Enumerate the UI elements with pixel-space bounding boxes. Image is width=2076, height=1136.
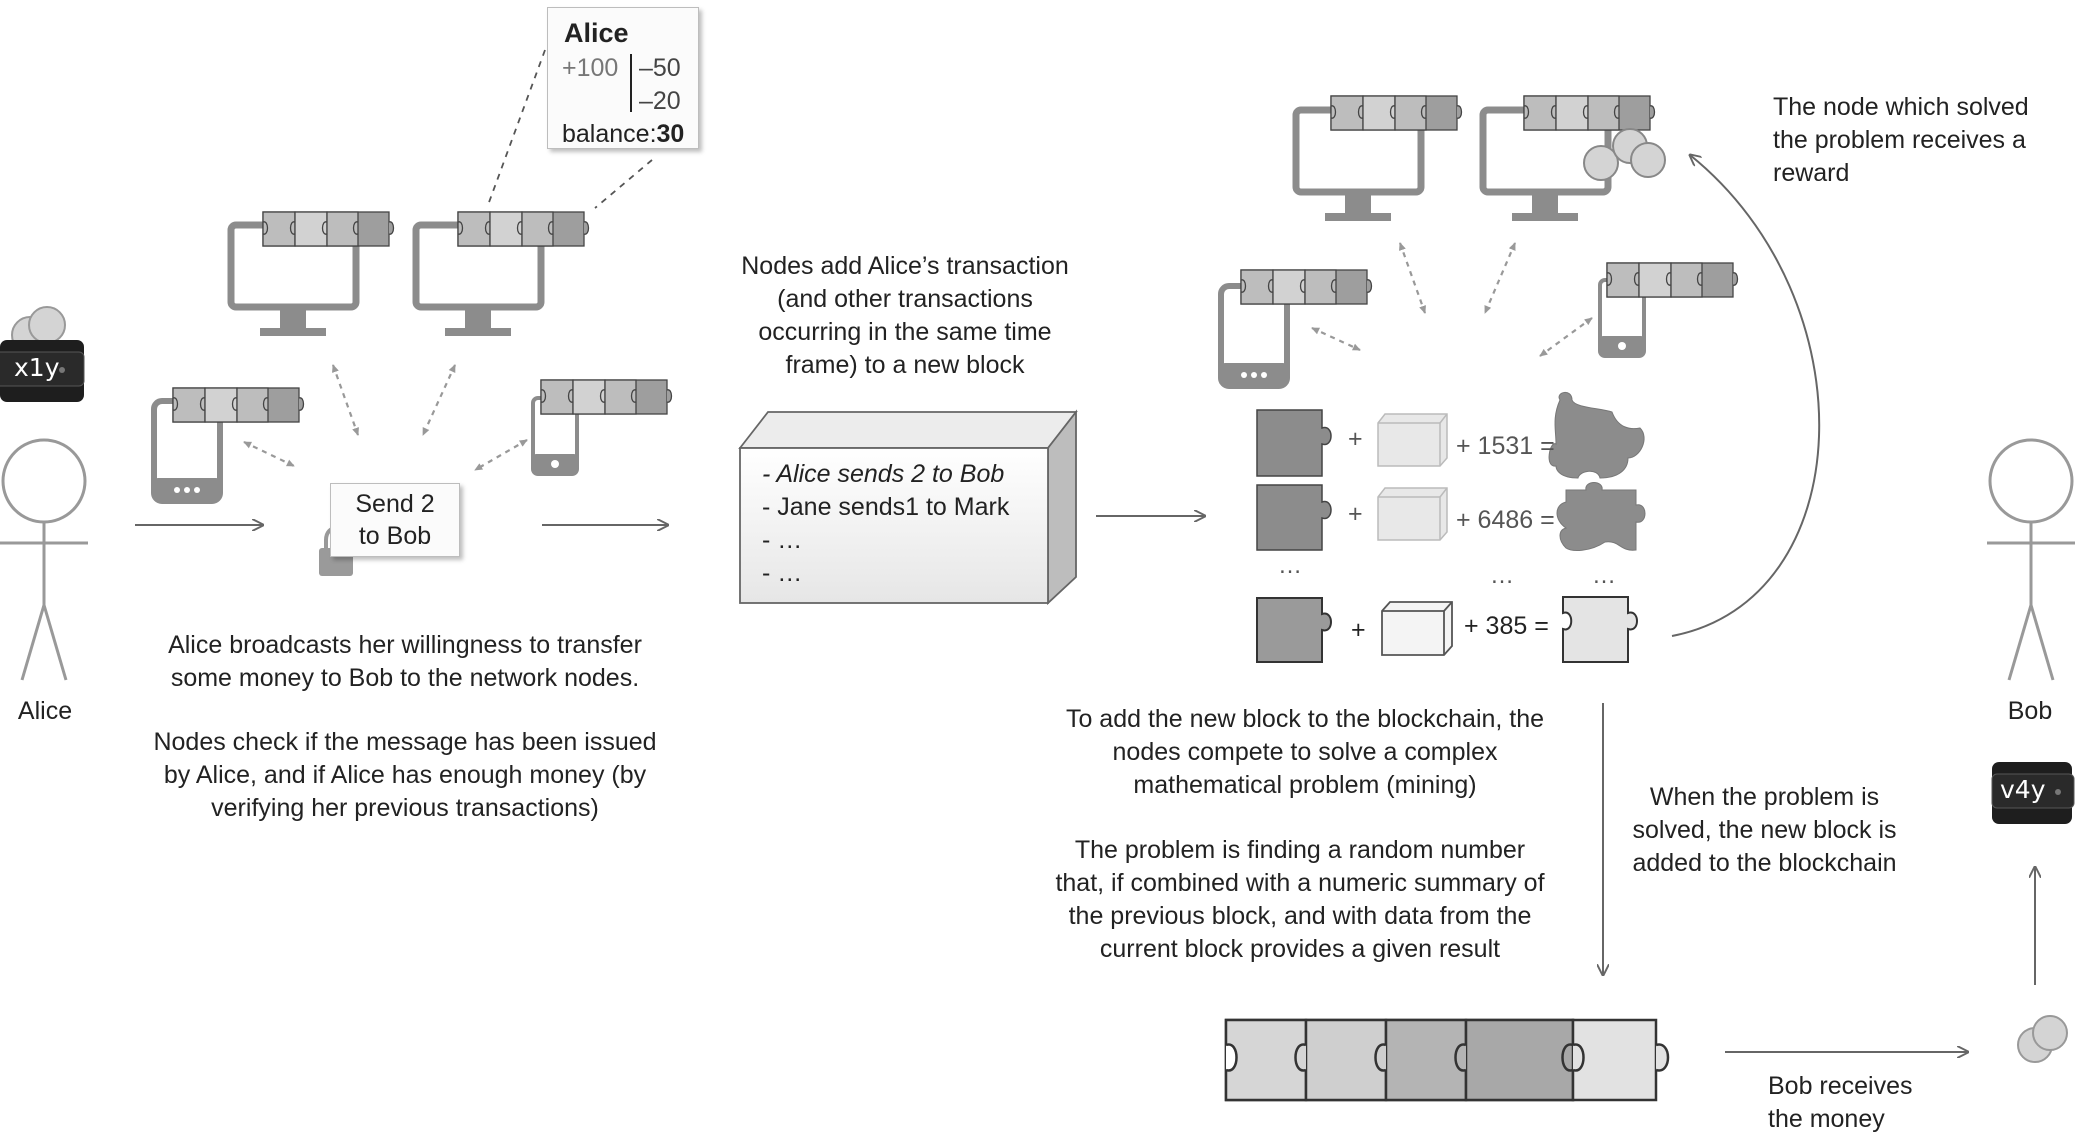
text-line: The node which solved bbox=[1773, 93, 2029, 121]
text-line: reward bbox=[1773, 159, 1850, 187]
previous-block-piece-2 bbox=[1256, 484, 1332, 551]
text-line: Nodes add Alice’s transaction bbox=[741, 252, 1069, 280]
text-line: Nodes check if the message has been issu… bbox=[153, 728, 657, 756]
alice-wallet-label: x1y bbox=[14, 353, 60, 382]
ledger-name: Alice bbox=[564, 18, 629, 48]
equation-row-2: + 6486 = bbox=[1456, 506, 1555, 534]
text-line: The problem is finding a random number bbox=[1074, 836, 1526, 864]
text-line: by Alice, and if Alice has enough money … bbox=[163, 761, 647, 789]
new-block-piece bbox=[1562, 596, 1638, 663]
text-line: mathematical problem (mining) bbox=[1133, 771, 1477, 799]
text-line: Alice broadcasts her willingness to tran… bbox=[168, 631, 642, 659]
ledger-balance: balance:30 bbox=[562, 120, 684, 149]
text-line: To add the new block to the blockchain, … bbox=[1065, 705, 1545, 733]
ledger-balance-label: balance: bbox=[562, 120, 657, 148]
alice-wallet-icon bbox=[0, 306, 85, 402]
previous-block-piece-1 bbox=[1256, 409, 1332, 477]
right-node-monitor-1-icon bbox=[1296, 95, 1463, 221]
plus-sign: + bbox=[1348, 500, 1363, 528]
text-line: (and other transactions bbox=[777, 285, 1033, 313]
text-line: the problem receives a bbox=[1773, 126, 2026, 154]
block-transaction: - … bbox=[762, 526, 803, 554]
right-node-tablet-icon bbox=[1221, 269, 1373, 386]
text-line: added to the blockchain bbox=[1632, 849, 1897, 877]
plus-sign: + bbox=[1351, 616, 1366, 644]
bob-wallet-icon bbox=[1991, 762, 2075, 824]
reward-arrow bbox=[1671, 155, 1821, 637]
block-transaction-list: - Alice sends 2 to Bob - Jane sends1 to … bbox=[762, 458, 1009, 590]
verification-text: Nodes check if the message has been issu… bbox=[100, 726, 710, 825]
text-line: Bob receives bbox=[1768, 1072, 1913, 1100]
block-transaction: - Alice sends 2 to Bob bbox=[762, 460, 1005, 488]
alice-label: Alice bbox=[17, 697, 73, 725]
text-line: current block provides a given result bbox=[1099, 935, 1501, 963]
alice-ledger-note: Alice +100 –50 –20 balance:30 bbox=[547, 7, 699, 149]
transfer-message-note: Send 2 to Bob bbox=[330, 483, 460, 557]
new-block-box bbox=[738, 409, 1078, 606]
left-network-links bbox=[243, 364, 528, 471]
ledger-callout-line bbox=[487, 49, 546, 206]
reward-coins-icon bbox=[1583, 128, 1666, 181]
text-line: frame) to a new block bbox=[785, 351, 1025, 379]
message-line: to Bob bbox=[358, 522, 432, 550]
ellipsis: … bbox=[1278, 552, 1304, 579]
text-line: that, if combined with a numeric summary… bbox=[1055, 869, 1545, 897]
puzzle-result-piece-1 bbox=[1548, 392, 1645, 479]
bob-wallet-label: v4y bbox=[2000, 775, 2046, 804]
equation-row-1: + 1531 = bbox=[1456, 432, 1555, 460]
text-line: occurring in the same time bbox=[758, 318, 1052, 346]
transfer-message: Send 2 to Bob bbox=[331, 488, 459, 552]
problem-text: The problem is finding a random number t… bbox=[1020, 834, 1580, 966]
broadcast-text: Alice broadcasts her willingness to tran… bbox=[100, 629, 710, 695]
ledger-divider bbox=[630, 54, 632, 112]
right-network-links bbox=[1311, 242, 1593, 357]
ledger-credit: +100 bbox=[562, 54, 619, 82]
bob-figure-icon bbox=[1985, 438, 2076, 682]
left-node-monitor-2-icon bbox=[416, 211, 590, 336]
block-transaction: - Jane sends1 to Mark bbox=[762, 493, 1010, 521]
bob-coins-icon bbox=[2017, 1015, 2068, 1063]
alice-figure-icon bbox=[0, 438, 90, 682]
equation-row-3: + 385 = bbox=[1464, 612, 1549, 640]
message-line: Send 2 bbox=[355, 490, 435, 518]
left-node-tablet-icon bbox=[154, 387, 305, 501]
previous-block-piece-3 bbox=[1256, 597, 1332, 663]
receives-text: Bob receives the money bbox=[1768, 1070, 1913, 1136]
text-line: nodes compete to solve a complex bbox=[1112, 738, 1498, 766]
left-node-phone-icon bbox=[531, 379, 673, 476]
text-line: When the problem is bbox=[1649, 783, 1880, 811]
ledger-debit: –50 bbox=[639, 54, 681, 82]
data-cube-2 bbox=[1377, 487, 1448, 541]
text-line: the money bbox=[1768, 1105, 1885, 1133]
text-line: solved, the new block is bbox=[1632, 816, 1897, 844]
ellipsis: … bbox=[1490, 562, 1516, 589]
text-line: verifying her previous transactions) bbox=[211, 794, 599, 822]
text-line: some money to Bob to the network nodes. bbox=[170, 664, 640, 692]
data-cube-1 bbox=[1377, 413, 1448, 467]
ellipsis: … bbox=[1592, 562, 1618, 589]
mining-text: To add the new block to the blockchain, … bbox=[1020, 703, 1590, 802]
left-node-monitor-1-icon bbox=[231, 211, 395, 336]
text-line: the previous block, and with data from t… bbox=[1068, 902, 1532, 930]
solved-text: When the problem is solved, the new bloc… bbox=[1612, 781, 1917, 880]
right-node-phone-icon bbox=[1598, 262, 1739, 358]
ledger-callout-line bbox=[594, 159, 653, 209]
ledger-debit: –20 bbox=[639, 87, 681, 115]
bob-label: Bob bbox=[2007, 697, 2053, 725]
reward-text: The node which solved the problem receiv… bbox=[1773, 91, 2029, 190]
add-transaction-text: Nodes add Alice’s transaction (and other… bbox=[700, 250, 1110, 382]
ledger-balance-value: 30 bbox=[656, 120, 685, 148]
blockchain-chain bbox=[1224, 1018, 1670, 1102]
plus-sign: + bbox=[1348, 425, 1363, 453]
data-cube-3 bbox=[1381, 601, 1453, 656]
puzzle-result-piece-2 bbox=[1556, 482, 1646, 551]
block-transaction: - … bbox=[762, 559, 803, 587]
